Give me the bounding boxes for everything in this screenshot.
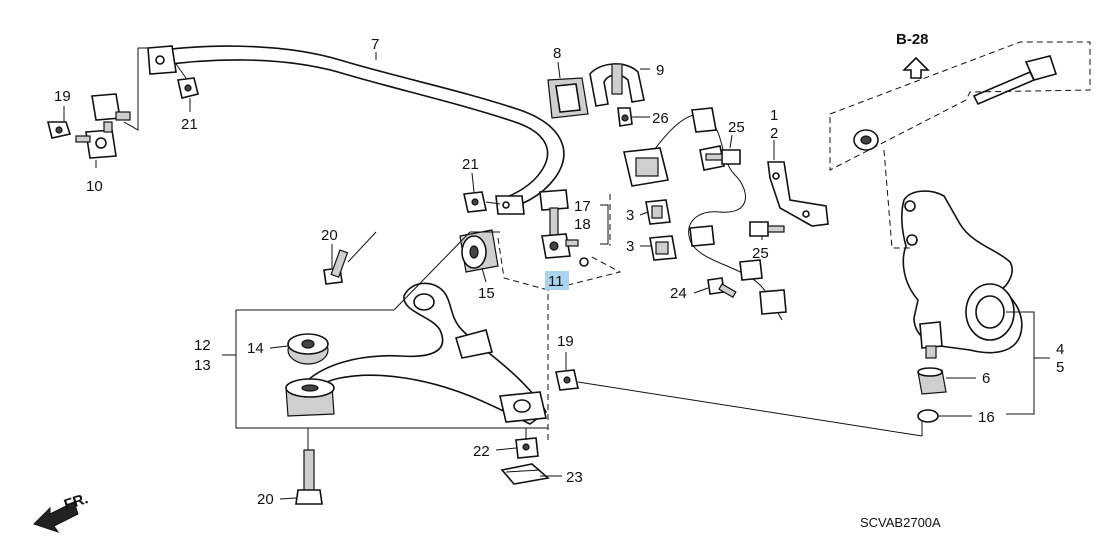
nut-19-lower xyxy=(555,369,579,391)
stabilizer-bushing xyxy=(547,63,645,127)
callout-17: 17 xyxy=(574,198,591,215)
callouts: 7 19 21 10 8 9 26 1 2 25 25 21 17 18 3 3… xyxy=(54,36,1064,508)
callout-19: 19 xyxy=(557,333,574,350)
callout-12: 12 xyxy=(194,337,211,354)
up-arrow-icon xyxy=(902,56,930,79)
callout-23: 23 xyxy=(566,469,583,486)
nut-22 xyxy=(515,437,539,459)
bushing-15 xyxy=(459,229,499,273)
clamps xyxy=(645,199,677,261)
callout-1: 1 xyxy=(770,107,778,124)
front-direction-arrow-icon xyxy=(33,501,79,533)
callout-14: 14 xyxy=(247,340,264,357)
nut-21-lower xyxy=(463,191,501,213)
bolt-20-lower xyxy=(295,449,323,505)
clip-23 xyxy=(500,463,550,485)
callout-3: 3 xyxy=(626,207,634,224)
bushing-14 xyxy=(287,333,329,365)
steering-knuckle xyxy=(901,190,1023,359)
callout-13: 13 xyxy=(194,357,211,374)
callout-21: 21 xyxy=(181,116,198,133)
callout-24: 24 xyxy=(670,285,687,302)
callout-11-highlight xyxy=(545,271,569,290)
dust-boot-6 xyxy=(917,367,947,395)
callout-7: 7 xyxy=(371,36,379,53)
callout-9: 9 xyxy=(656,62,664,79)
callout-20: 20 xyxy=(257,491,274,508)
callout-25: 25 xyxy=(728,119,745,136)
callout-21: 21 xyxy=(462,156,479,173)
bolt-24 xyxy=(707,277,737,299)
sensor-bracket xyxy=(767,161,829,227)
callout-18: 18 xyxy=(574,216,591,233)
callout-16: 16 xyxy=(978,409,995,426)
stabilizer-link-left xyxy=(46,47,150,159)
callout-8: 8 xyxy=(553,45,561,62)
callout-6: 6 xyxy=(982,370,990,387)
knuckle-bolt xyxy=(853,55,1058,151)
callout-26: 26 xyxy=(652,110,669,127)
bolts-25 xyxy=(705,149,785,237)
callout-15: 15 xyxy=(478,285,495,302)
callout-11: 11 xyxy=(548,273,564,290)
callout-22: 22 xyxy=(473,443,490,460)
bushing-12-13 xyxy=(285,378,335,417)
stabilizer-bar xyxy=(147,45,565,215)
callout-3: 3 xyxy=(626,238,634,255)
reference-page-label: B-28 xyxy=(896,31,929,48)
abs-sensor-harness xyxy=(623,107,787,321)
stabilizer-link xyxy=(539,189,589,267)
callout-10: 10 xyxy=(86,178,103,195)
nut-21-upper xyxy=(175,63,199,99)
callout-25: 25 xyxy=(752,245,769,262)
callout-5: 5 xyxy=(1056,359,1064,376)
leader-lines xyxy=(63,52,1050,500)
diagram-code: SCVAB2700A xyxy=(860,515,941,530)
lower-arm xyxy=(299,282,548,425)
callout-2: 2 xyxy=(770,125,778,142)
callout-19: 19 xyxy=(54,88,71,105)
callout-4: 4 xyxy=(1056,341,1064,358)
dashed-frames xyxy=(497,41,1091,440)
bolt-20-upper xyxy=(323,231,377,285)
clip-16 xyxy=(917,409,939,423)
callout-20: 20 xyxy=(321,227,338,244)
front-direction-label: FR. xyxy=(62,490,90,514)
